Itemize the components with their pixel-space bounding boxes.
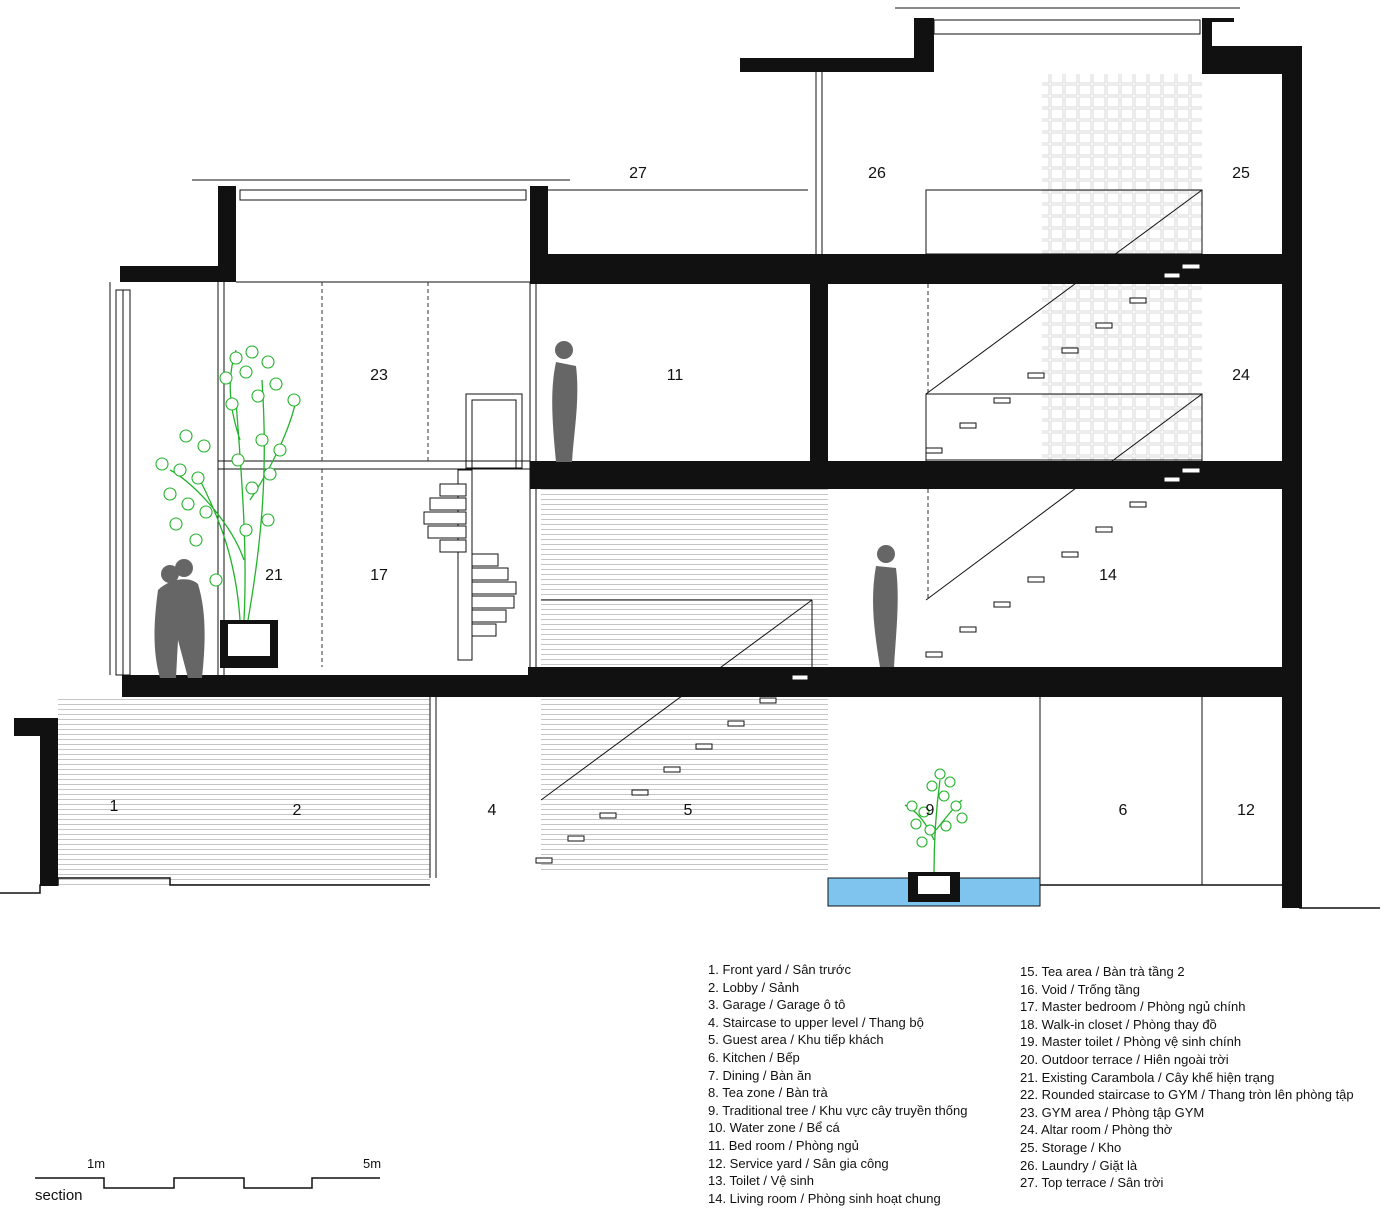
legend-left-item: 14. Living room / Phòng sinh hoạt chung <box>708 1190 941 1206</box>
room-label-5: 5 <box>684 802 693 819</box>
legend-left-item: 5. Guest area / Khu tiếp khách <box>708 1032 884 1048</box>
scale-start-label: 1m <box>87 1156 105 1171</box>
room-label-26: 26 <box>868 165 886 182</box>
room-label-27: 27 <box>629 165 647 182</box>
dashed-partitions <box>321 282 929 667</box>
room-label-2: 2 <box>293 802 302 819</box>
traditional-tree-icon <box>904 768 968 873</box>
planter-terrace-inner <box>228 624 270 656</box>
legend-left-item: 2. Lobby / Sảnh <box>708 979 800 995</box>
staircase-upper <box>925 189 1203 658</box>
room-label-14: 14 <box>1099 567 1117 584</box>
legend-right-item: 23. GYM area / Phòng tập GYM <box>1020 1104 1205 1120</box>
room-label-24: 24 <box>1232 367 1250 384</box>
legend-left-item: 3. Garage / Garage ô tô <box>708 997 846 1013</box>
carambola-tree-icon <box>155 345 301 621</box>
room-labels: 1 2 4 5 9 6 12 21 17 14 23 11 24 27 26 2… <box>110 165 1255 819</box>
legend-right-item: 20. Outdoor terrace / Hiên ngoài trời <box>1020 1051 1229 1067</box>
person-figure-icon <box>552 341 578 462</box>
staircase-guest <box>535 599 813 864</box>
room-label-21: 21 <box>265 567 283 584</box>
legend-left: 1. Front yard / Sân trước 2. Lobby / Sảnh… <box>708 961 967 1207</box>
legend-right-item: 16. Void / Trống tầng <box>1020 981 1140 997</box>
legend-right-item: 15. Tea area / Bàn trà tầng 2 <box>1020 964 1185 979</box>
room-label-9: 9 <box>926 802 935 819</box>
room-label-25: 25 <box>1232 165 1250 182</box>
legend-left-item: 10. Water zone / Bể cá <box>708 1120 840 1136</box>
room-label-1: 1 <box>110 798 119 815</box>
room-label-23: 23 <box>370 367 388 384</box>
hatch-front-yard <box>58 697 430 885</box>
legend-right-item: 21. Existing Carambola / Cây khế hiện tr… <box>1020 1069 1275 1085</box>
couple-figure-icon <box>154 559 205 678</box>
legend-left-item: 11. Bed room / Phòng ngủ <box>708 1137 859 1153</box>
legend-right-item: 22. Rounded staircase to GYM / Thang trò… <box>1020 1087 1354 1103</box>
section-caption: section <box>35 1187 83 1204</box>
legend-right: 15. Tea area / Bàn trà tầng 2 16. Void / … <box>1020 963 1354 1192</box>
section-drawing: 1 2 4 5 9 6 12 21 17 14 23 11 24 27 26 2… <box>0 7 1380 909</box>
spiral-staircase <box>423 469 517 661</box>
legend-right-item: 25. Storage / Kho <box>1020 1139 1122 1155</box>
room-label-6: 6 <box>1119 802 1128 819</box>
room-label-4: 4 <box>488 802 497 819</box>
legend-left-item: 7. Dining / Bàn ăn <box>708 1067 812 1083</box>
room-label-17: 17 <box>370 567 388 584</box>
legend-right-item: 24. Altar room / Phòng thờ <box>1020 1122 1173 1138</box>
legend-left-item: 9. Traditional tree / Khu vực cây truyền… <box>708 1102 968 1118</box>
legend-right-item: 27. Top terrace / Sân trời <box>1020 1175 1164 1191</box>
room-label-12: 12 <box>1237 802 1255 819</box>
structure <box>14 18 1302 908</box>
person-figure-2-icon <box>873 545 898 667</box>
planter-water-inner <box>918 876 950 894</box>
legend-right-item: 18. Walk-in closet / Phòng thay đồ <box>1020 1016 1217 1032</box>
scale-bar: 1m 5m section <box>35 1156 381 1204</box>
legend-left-item: 13. Toilet / Vệ sinh <box>708 1173 814 1189</box>
scale-end-label: 5m <box>363 1156 381 1171</box>
legend-right-item: 26. Laundry / Giặt là <box>1020 1157 1138 1173</box>
legend-left-item: 8. Tea zone / Bàn trà <box>708 1085 828 1101</box>
legend-right-item: 17. Master bedroom / Phòng ngủ chính <box>1020 999 1246 1015</box>
legend-right-item: 19. Master toilet / Phòng vệ sinh chính <box>1020 1034 1242 1050</box>
legend-left-item: 1. Front yard / Sân trước <box>708 962 851 977</box>
scale-bar-line <box>35 1177 380 1189</box>
room-label-11: 11 <box>667 367 684 384</box>
legend-left-item: 4. Staircase to upper level / Thang bộ <box>708 1014 924 1030</box>
legend-left-item: 12. Service yard / Sân gia công <box>708 1155 889 1171</box>
linework <box>109 7 1240 885</box>
legend-left-item: 6. Kitchen / Bếp <box>708 1049 800 1065</box>
